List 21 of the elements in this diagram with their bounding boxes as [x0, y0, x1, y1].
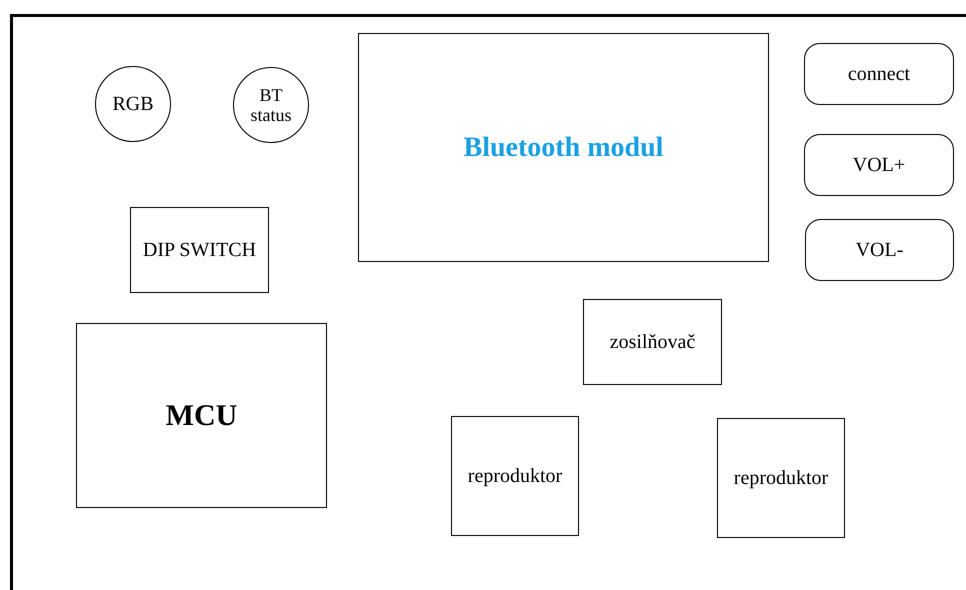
- button-box: [804, 134, 954, 196]
- switch-box: [130, 207, 269, 293]
- label-text: MCU: [166, 398, 238, 432]
- board-outline: [10, 14, 966, 590]
- label-text: RGB: [112, 92, 154, 116]
- speaker-box: [451, 416, 579, 536]
- module-box: [358, 33, 769, 262]
- label-text: VOL-: [856, 238, 904, 262]
- label-text: Bluetooth modul: [464, 132, 664, 164]
- label-text: BT status: [249, 85, 292, 125]
- label-text: VOL+: [852, 154, 906, 176]
- mcu-box: [76, 323, 327, 508]
- amplifier-box: [583, 299, 722, 385]
- button-box: [805, 219, 954, 281]
- button-box: [804, 43, 954, 105]
- label-text: DIP SWITCH: [142, 238, 256, 262]
- speaker-box: [717, 418, 845, 538]
- label-text: zosilňovač: [610, 330, 696, 354]
- label-text: reproduktor: [734, 466, 828, 490]
- label-text: reproduktor: [468, 464, 562, 488]
- label-text: connect: [848, 62, 910, 86]
